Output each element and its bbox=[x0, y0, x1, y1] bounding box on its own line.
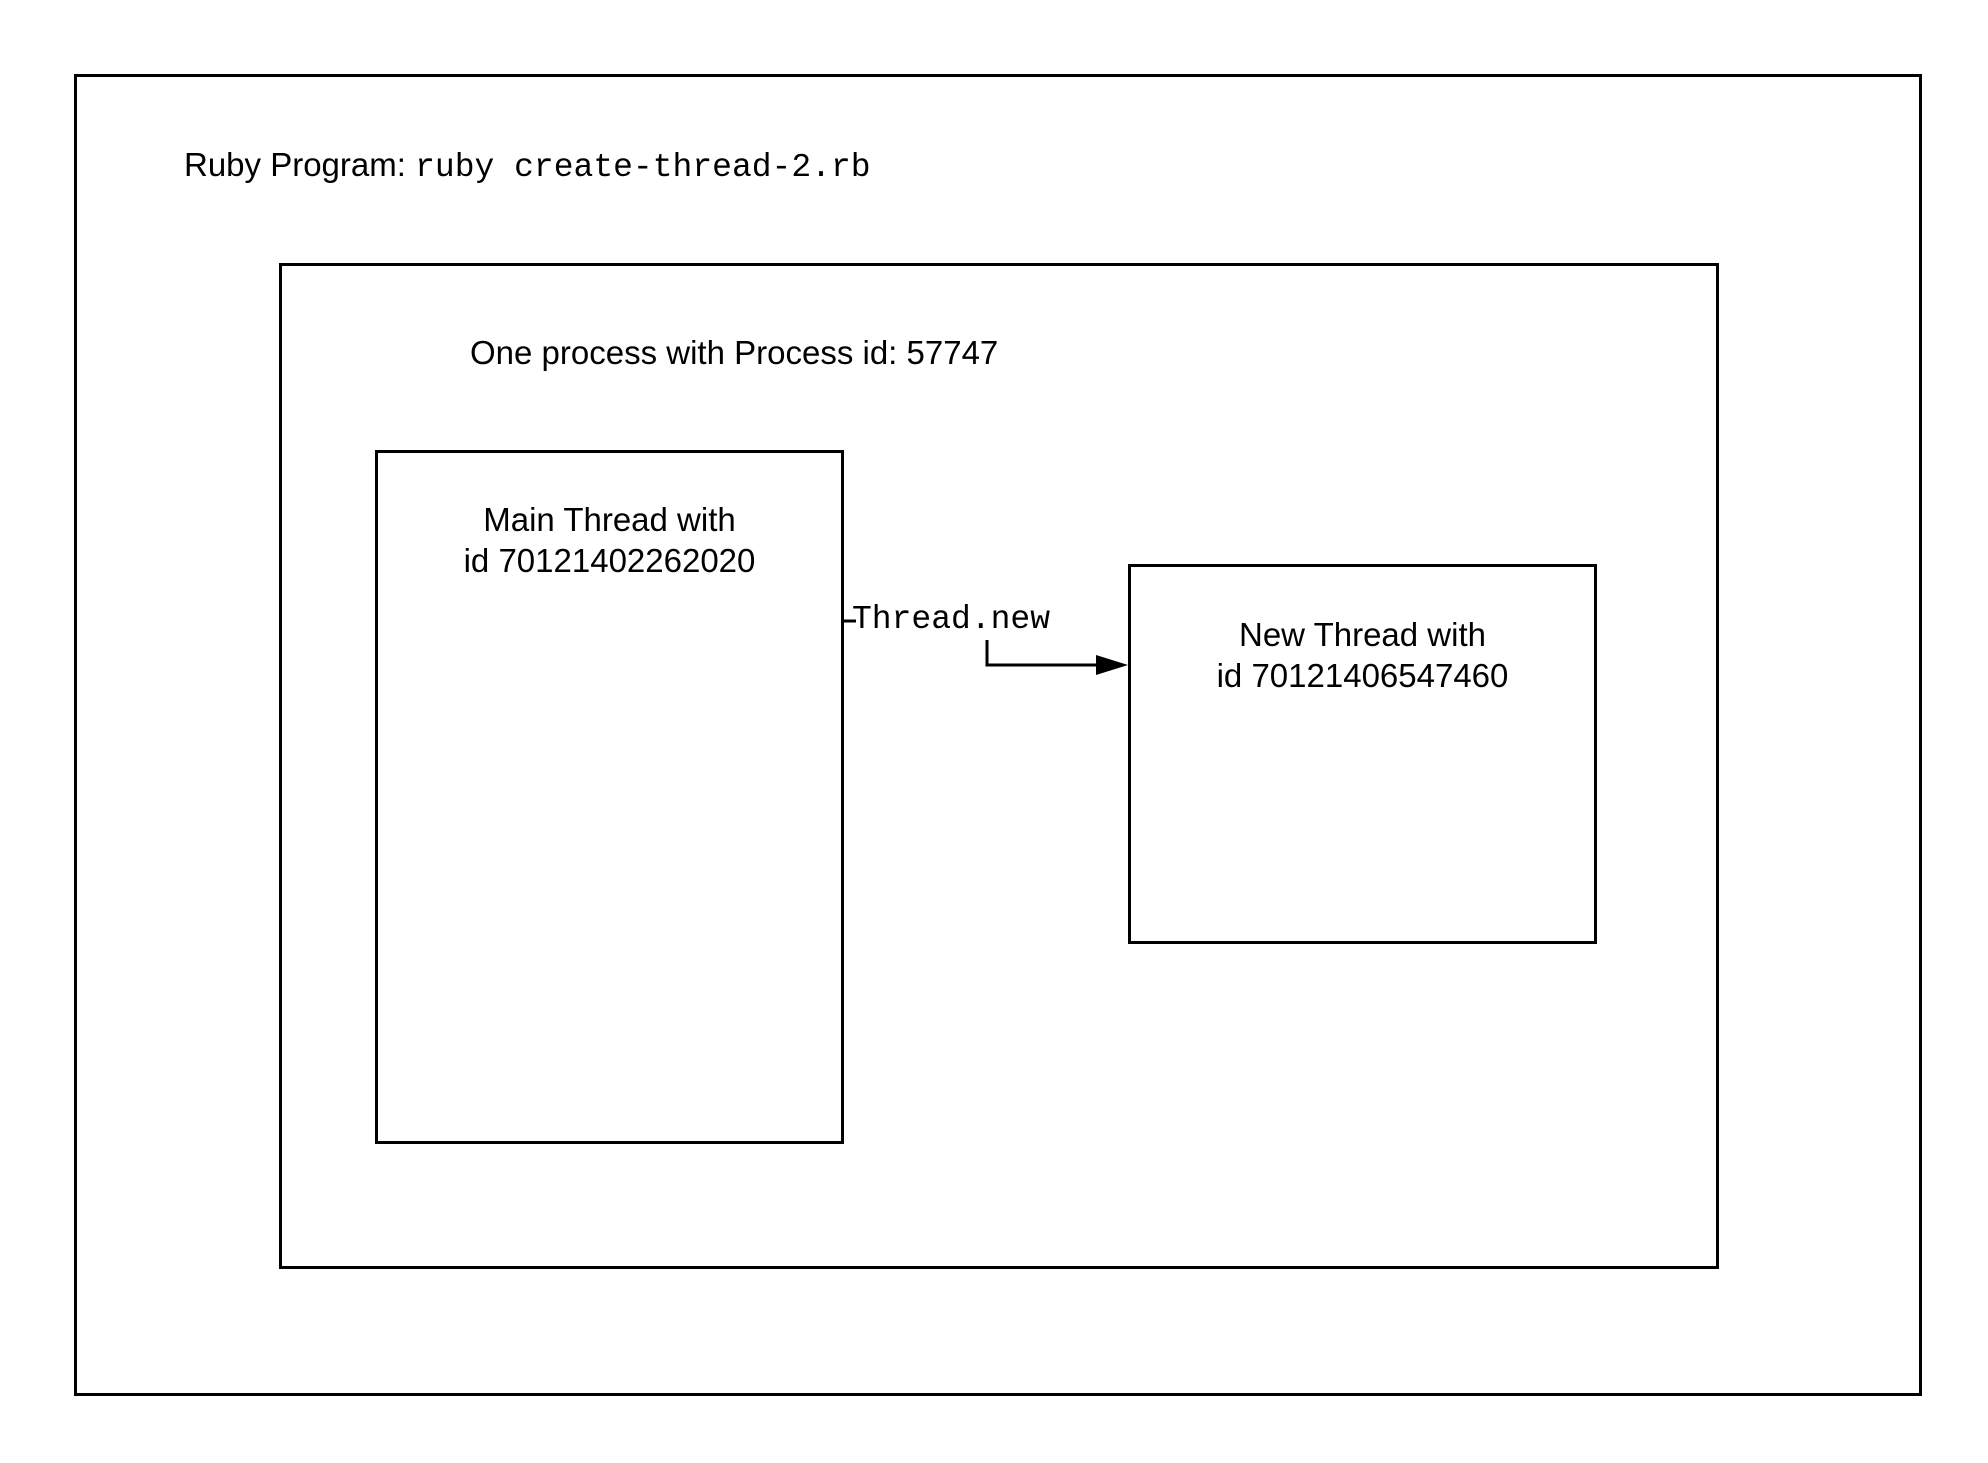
new-thread-box: New Thread with id 70121406547460 bbox=[1128, 564, 1597, 944]
main-thread-label-line1: Main Thread with bbox=[483, 501, 736, 538]
ruby-program-label-prefix: Ruby Program: bbox=[184, 146, 416, 183]
ruby-program-command: ruby create-thread-2.rb bbox=[415, 149, 871, 186]
ruby-program-label: Ruby Program: ruby create-thread-2.rb bbox=[184, 145, 871, 188]
thread-new-label: Thread.new bbox=[852, 601, 1051, 638]
ruby-program-container bbox=[74, 74, 1922, 1396]
new-thread-label-line2: id 70121406547460 bbox=[1216, 657, 1509, 694]
process-container bbox=[279, 263, 1719, 1269]
new-thread-label: New Thread with id 70121406547460 bbox=[1131, 614, 1594, 696]
main-thread-box: Main Thread with id 70121402262020 bbox=[375, 450, 844, 1144]
main-thread-label: Main Thread with id 70121402262020 bbox=[378, 499, 841, 581]
process-label: One process with Process id: 57747 bbox=[470, 334, 999, 371]
new-thread-label-line1: New Thread with bbox=[1238, 616, 1486, 653]
main-thread-label-line2: id 70121402262020 bbox=[463, 542, 756, 579]
